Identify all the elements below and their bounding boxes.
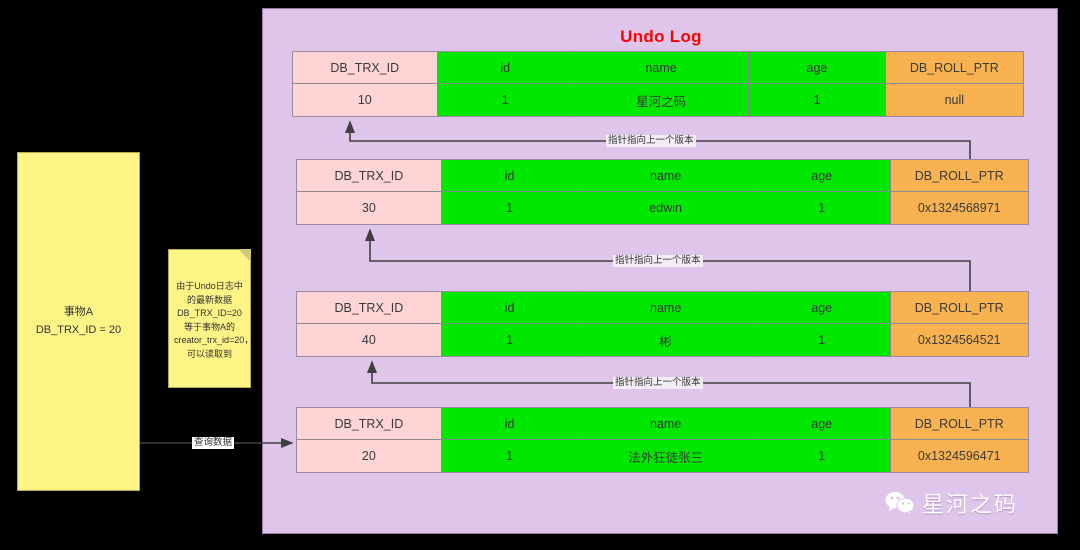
cell-db-trx-id: 30 bbox=[297, 192, 442, 224]
cell-db-roll-ptr: null bbox=[885, 84, 1023, 116]
col-header-age: age bbox=[749, 52, 886, 84]
col-header-db-trx-id: DB_TRX_ID bbox=[297, 408, 442, 440]
cell-age: 1 bbox=[749, 84, 886, 116]
cell-id: 1 bbox=[441, 324, 579, 356]
cell-db-roll-ptr: 0x1324568971 bbox=[890, 192, 1028, 224]
cell-db-trx-id: 10 bbox=[293, 84, 438, 116]
col-header-db-roll-ptr: DB_ROLL_PTR bbox=[885, 52, 1023, 84]
table-header-row: DB_TRX_ID id name age DB_ROLL_PTR bbox=[293, 52, 1023, 84]
col-header-name: name bbox=[574, 52, 750, 84]
table-row: 10 1 星河之码 1 null bbox=[293, 84, 1023, 116]
cell-name: edwin bbox=[578, 192, 754, 224]
table-row: 40 1 彬 1 0x1324564521 bbox=[297, 324, 1028, 356]
table-header-row: DB_TRX_ID id name age DB_ROLL_PTR bbox=[297, 160, 1028, 192]
edge-label-pointer-3: 指针指向上一个版本 bbox=[613, 377, 703, 389]
col-header-name: name bbox=[578, 292, 754, 324]
transaction-a-box: 事物A DB_TRX_ID = 20 bbox=[17, 152, 140, 491]
explanation-note: 由于Undo日志中的最新数据DB_TRX_ID=20等于事物A的creator_… bbox=[168, 249, 254, 388]
cell-name: 星河之码 bbox=[574, 84, 750, 116]
cell-id: 1 bbox=[441, 192, 579, 224]
col-header-age: age bbox=[753, 408, 891, 440]
cell-db-roll-ptr: 0x1324564521 bbox=[890, 324, 1028, 356]
col-header-db-roll-ptr: DB_ROLL_PTR bbox=[890, 292, 1028, 324]
transaction-name: 事物A bbox=[63, 306, 94, 319]
col-header-db-trx-id: DB_TRX_ID bbox=[297, 160, 442, 192]
version-table-1: DB_TRX_ID id name age DB_ROLL_PTR 10 1 星… bbox=[292, 51, 1024, 117]
cell-id: 1 bbox=[441, 440, 579, 472]
col-header-db-roll-ptr: DB_ROLL_PTR bbox=[890, 160, 1028, 192]
cell-name: 法外狂徒张三 bbox=[578, 440, 754, 472]
col-header-age: age bbox=[753, 292, 891, 324]
note-text: 由于Undo日志中的最新数据DB_TRX_ID=20等于事物A的creator_… bbox=[174, 281, 254, 359]
cell-name: 彬 bbox=[578, 324, 754, 356]
cell-age: 1 bbox=[753, 324, 891, 356]
watermark-text: 星河之码 bbox=[922, 493, 1019, 518]
undo-log-title: Undo Log bbox=[620, 27, 702, 46]
col-header-db-trx-id: DB_TRX_ID bbox=[297, 292, 442, 324]
table-header-row: DB_TRX_ID id name age DB_ROLL_PTR bbox=[297, 292, 1028, 324]
col-header-id: id bbox=[437, 52, 575, 84]
edge-label-pointer-1: 指针指向上一个版本 bbox=[606, 135, 696, 147]
note-fold-corner bbox=[238, 249, 251, 262]
cell-age: 1 bbox=[753, 192, 891, 224]
col-header-id: id bbox=[441, 408, 579, 440]
cell-db-trx-id: 40 bbox=[297, 324, 442, 356]
cell-age: 1 bbox=[753, 440, 891, 472]
col-header-id: id bbox=[441, 160, 579, 192]
col-header-id: id bbox=[441, 292, 579, 324]
wechat-icon bbox=[885, 491, 915, 516]
table-row: 30 1 edwin 1 0x1324568971 bbox=[297, 192, 1028, 224]
table-row: 20 1 法外狂徒张三 1 0x1324596471 bbox=[297, 440, 1028, 472]
version-table-2: DB_TRX_ID id name age DB_ROLL_PTR 30 1 e… bbox=[296, 159, 1029, 225]
version-table-3: DB_TRX_ID id name age DB_ROLL_PTR 40 1 彬… bbox=[296, 291, 1029, 357]
cell-db-roll-ptr: 0x1324596471 bbox=[890, 440, 1028, 472]
table-header-row: DB_TRX_ID id name age DB_ROLL_PTR bbox=[297, 408, 1028, 440]
col-header-name: name bbox=[578, 160, 754, 192]
edge-label-query: 查询数据 bbox=[192, 437, 235, 449]
col-header-db-roll-ptr: DB_ROLL_PTR bbox=[890, 408, 1028, 440]
version-table-4: DB_TRX_ID id name age DB_ROLL_PTR 20 1 法… bbox=[296, 407, 1029, 473]
cell-db-trx-id: 20 bbox=[297, 440, 442, 472]
watermark: 星河之码 bbox=[885, 487, 1018, 519]
col-header-age: age bbox=[753, 160, 891, 192]
edge-label-pointer-2: 指针指向上一个版本 bbox=[613, 255, 703, 267]
col-header-name: name bbox=[578, 408, 754, 440]
col-header-db-trx-id: DB_TRX_ID bbox=[293, 52, 438, 84]
transaction-trxid: DB_TRX_ID = 20 bbox=[35, 323, 122, 336]
cell-id: 1 bbox=[437, 84, 575, 116]
